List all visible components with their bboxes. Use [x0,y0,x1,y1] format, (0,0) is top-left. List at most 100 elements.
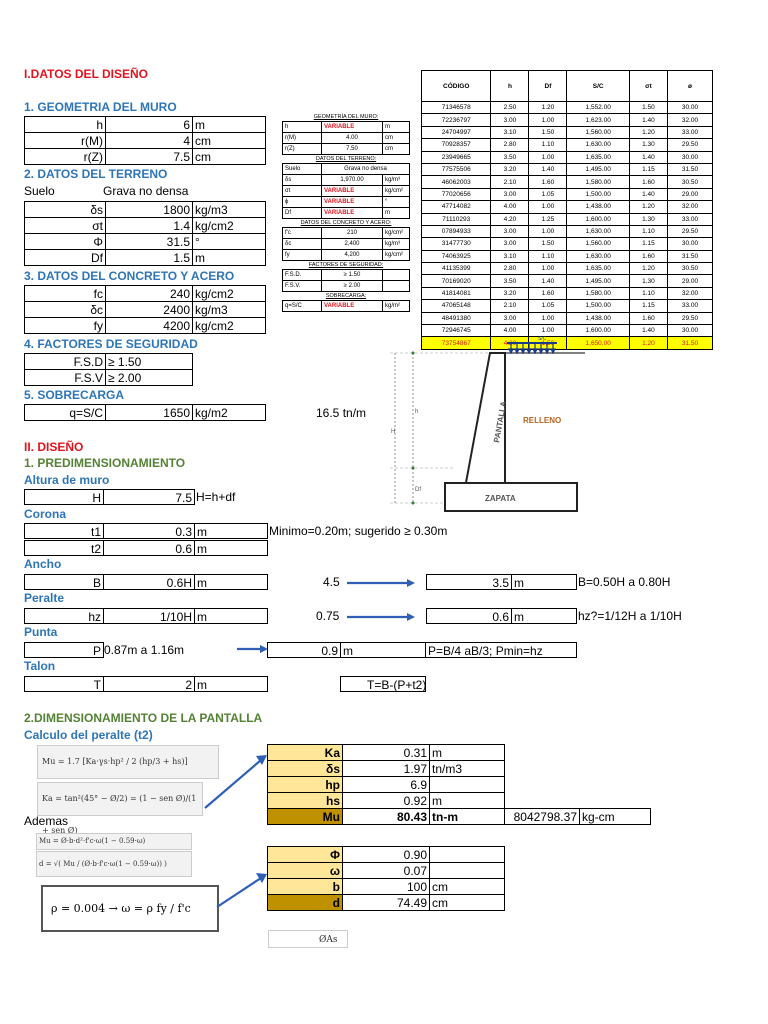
ka-label: Ka [267,744,343,761]
st-value: 1.4 [105,217,193,234]
spec-s-0: q=S/C [282,300,322,312]
codes-cell: 3.20 [490,286,530,301]
spec-g-0-1: VARIABLE [321,121,383,133]
hz-result: 0.6 [426,608,512,624]
codes-cell: 3.10 [490,249,530,264]
codes-cell: 1.20 [628,336,668,350]
pantalla-title: 2.DIMENSIONAMIENTO DE LA PANTALLA [24,711,263,725]
codes-cell: 1.60 [628,175,668,189]
ka-unit: m [429,744,505,761]
codes-cell: 1.30 [628,212,668,226]
spec-f-0-1: ≥ 1.50 [321,269,383,281]
spec-c-0-0: f'c [282,227,322,239]
diagram-relleno-label: RELLENO [523,416,561,425]
codes-cell: 3.20 [490,162,530,177]
ds-unit: kg/m3 [192,201,266,218]
codes-cell: 2.80 [490,262,530,276]
d-label: d [267,894,343,911]
codes-cell: 30.00 [666,150,714,164]
codes-cell: 1.60 [628,249,668,264]
spec-t-3-1: VARIABLE [321,207,383,219]
codes-cell: 24704997 [420,125,492,140]
codes-cell: 1.20 [628,200,668,214]
spec-c-0-2: kg/cm² [382,227,410,239]
codes-cell: 1.20 [528,100,568,115]
t1-value: 0.3 [103,523,195,539]
hz-value: 1/10H [103,608,195,624]
hz-unit: m [194,608,268,624]
suelo-label: Suelo [24,184,55,198]
phi-label: Φ [24,233,106,250]
geom-rz-label: r(Z) [24,148,106,165]
retaining-wall-diagram: H h Df S/C PANTALLA RELLENO ZAPATA [390,336,585,512]
section-title-diseno: II. DISEÑO [24,440,84,454]
codes-header-sc: S/C [566,70,630,102]
codes-cell: 23949665 [420,150,492,164]
codes-cell: 46062003 [420,175,492,189]
codes-cell: 1.10 [528,138,568,152]
B-result-unit: m [511,574,577,590]
hp-unit [429,776,505,793]
hs-value: 0.92 [342,792,430,809]
factores-title: 4. FACTORES DE SEGURIDAD [24,337,198,351]
mu-unit: tn-m [429,808,505,825]
peralte-calc-title: Calculo del peralte (t2) [24,728,153,742]
geom-h-label: h [24,116,106,133]
spec-t-2-1: VARIABLE [321,196,383,208]
codes-cell: 29.50 [666,224,714,239]
codes-cell: 1.00 [528,311,568,326]
spec-g-2-1: 7.50 [321,143,383,155]
fsd-label: F.S.D [24,353,106,370]
altura-label: Altura de muro [24,473,110,487]
formula-rho: ρ = 0.004 → ω = ρ fy / f'c [41,885,219,932]
fy-value: 4200 [105,317,193,334]
codes-cell: 3.00 [490,187,530,202]
codes-cell: 70928357 [420,138,492,152]
codes-cell: 1.05 [528,187,568,202]
spec-t-3-0: Df [282,207,322,219]
hs-unit: m [429,792,505,809]
spec-t-2-2: ° [382,196,410,208]
codes-cell: 1.20 [628,262,668,276]
codes-cell: 32.00 [666,113,714,127]
codes-cell: 30.50 [666,175,714,189]
ademas-label: Ademas [24,814,69,828]
mu-label: Mu [267,808,343,825]
spec-c-2-0: fy [282,249,322,261]
codes-cell: 1.10 [528,249,568,264]
q-label: q=S/C [24,404,106,421]
codes-cell: 30.00 [666,100,714,115]
H-label: H [24,489,104,505]
peralte-label: Peralte [24,591,65,605]
codes-cell: 29.00 [666,187,714,202]
spec-cap-geometria: GEOMETRÍA DEL MURO: [313,114,379,120]
codes-cell: 3.00 [490,224,530,239]
codes-header-codigo: CÓDIGO [420,70,492,102]
B-unit: m [194,574,268,590]
spec-t-2-0: ϕ [282,196,322,208]
codes-cell: 1,560.00 [566,125,630,140]
codes-cell: 30.50 [666,262,714,276]
codes-header-st: σt [628,70,668,102]
fy-unit: kg/cm2 [192,317,266,334]
dc-unit: kg/m3 [192,301,266,318]
spec-f-1-0: F.S.V. [282,280,322,292]
codes-cell: 1,438.00 [566,200,630,214]
predimensionamiento-title: 1. PREDIMENSIONAMIENTO [24,456,186,470]
spec-t-0-1: 1,970.00 [321,174,383,186]
t1-note: Minimo=0.20m; sugerido ≥ 0.30m [269,524,448,538]
codes-cell: 1.60 [528,286,568,301]
codes-cell: 3.00 [490,237,530,251]
dc-label: δc [24,301,106,318]
diagram-h-label: h [415,409,418,415]
